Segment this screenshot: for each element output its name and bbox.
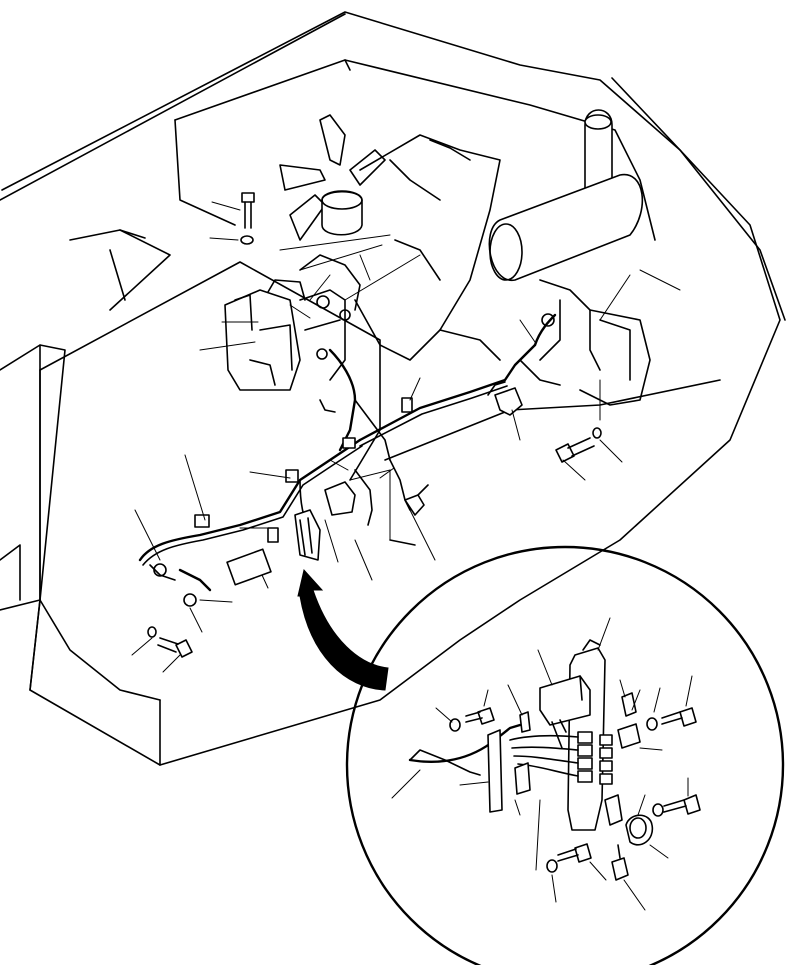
bolt bbox=[157, 192, 595, 658]
washer bbox=[147, 235, 602, 638]
relay bbox=[577, 731, 613, 785]
callout-arrow bbox=[297, 568, 389, 691]
leader-lines bbox=[131, 201, 631, 673]
fan bbox=[279, 114, 386, 241]
detail-circle bbox=[345, 545, 785, 965]
engine bbox=[174, 59, 656, 406]
battery-box bbox=[224, 254, 361, 413]
machine-body bbox=[0, 11, 786, 766]
muffler bbox=[488, 109, 644, 281]
wiring-harness bbox=[138, 313, 557, 607]
